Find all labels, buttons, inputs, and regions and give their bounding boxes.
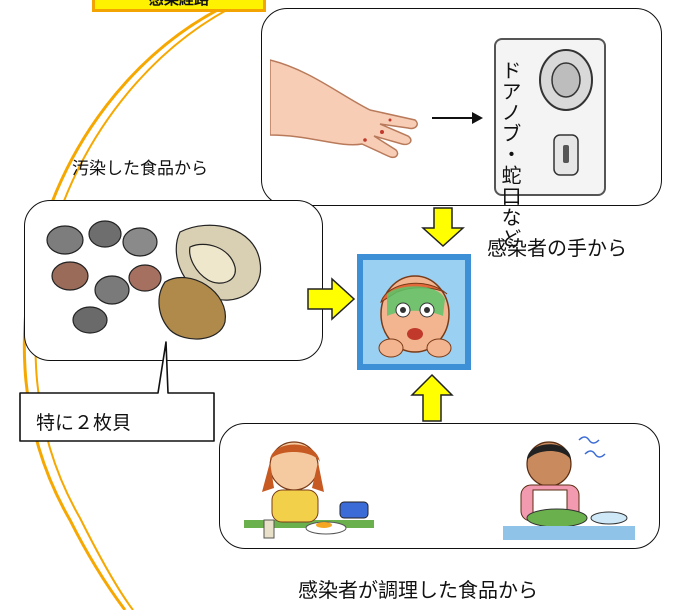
from-cooked-food-label: 感染者が調理した食品から xyxy=(298,578,538,602)
shellfish-icon xyxy=(46,220,262,340)
from-food-label: 汚染した食品から xyxy=(72,159,208,179)
right-arrow-icon xyxy=(432,112,483,124)
doorknob-icon xyxy=(494,38,606,196)
bivalves-label: 特に２枚貝 xyxy=(36,412,132,434)
up-arrow-icon xyxy=(410,373,454,422)
title-badge: 感染経路 xyxy=(92,0,266,12)
right-yellow-arrow-icon xyxy=(307,277,356,321)
down-arrow-icon xyxy=(421,207,465,248)
eating-person-icon xyxy=(244,441,374,539)
cooking-person-icon xyxy=(503,436,635,540)
sick-person-icon xyxy=(357,254,471,370)
from-hands-label: 感染者の手から xyxy=(487,236,627,260)
bivalve-callout-bubble xyxy=(19,341,215,442)
hand-icon xyxy=(270,40,420,180)
door-caption: ドアノブ・蛇口など xyxy=(498,60,522,249)
